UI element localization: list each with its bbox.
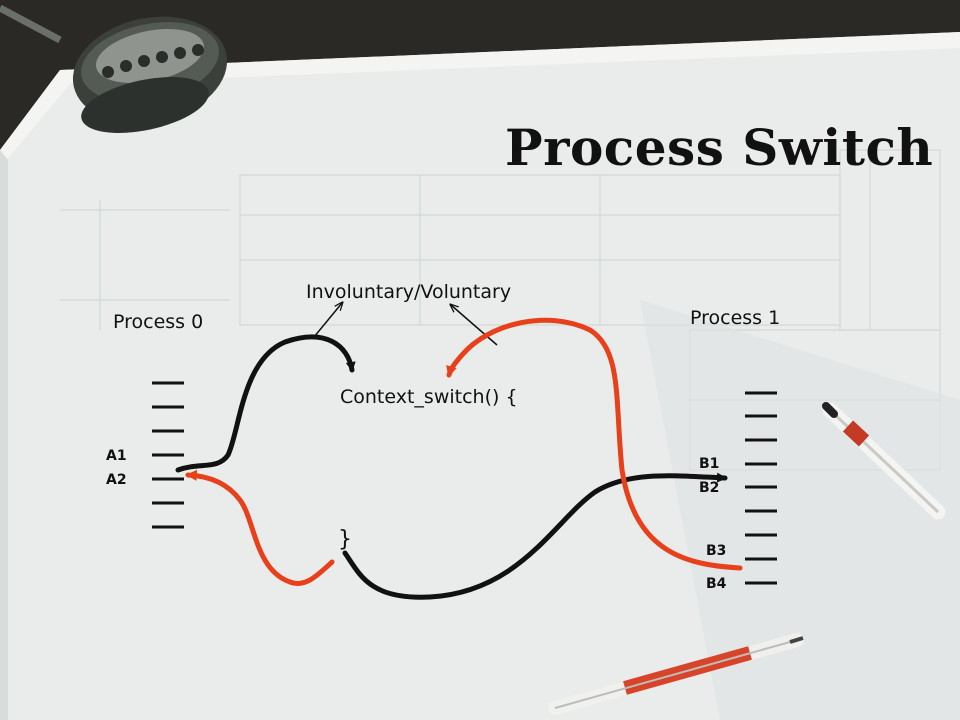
switch-in-arrow xyxy=(446,317,743,571)
context-switch-close-label: } xyxy=(338,527,352,552)
process0-marker-a1: A1 xyxy=(106,448,127,464)
process1-marker-b3: B3 xyxy=(706,543,727,559)
slide-title: Process Switch xyxy=(505,118,934,177)
pointer-to-switch-out xyxy=(313,303,342,338)
pointer-to-switch-in xyxy=(451,305,498,346)
context-switch-open-label: Context_switch() { xyxy=(340,386,518,408)
switch-out-arrow xyxy=(175,334,356,473)
process1-marker-b1: B1 xyxy=(699,456,720,472)
switch-to-process1-arrow xyxy=(342,472,728,600)
marker-pen-icon xyxy=(822,402,946,520)
process1-instruction-ticks xyxy=(745,391,777,585)
process1-marker-b4: B4 xyxy=(706,576,727,592)
process1-label: Process 1 xyxy=(690,307,781,329)
return-to-process0-arrow xyxy=(185,469,335,586)
process0-label: Process 0 xyxy=(113,311,204,333)
mechanical-pencil-icon xyxy=(548,633,804,715)
switch-type-label: Involuntary/Voluntary xyxy=(306,281,512,303)
process0-marker-a2: A2 xyxy=(106,472,127,488)
process0-instruction-ticks xyxy=(152,381,184,529)
desk-lamp-icon xyxy=(0,4,228,133)
process1-marker-b2: B2 xyxy=(699,480,720,496)
